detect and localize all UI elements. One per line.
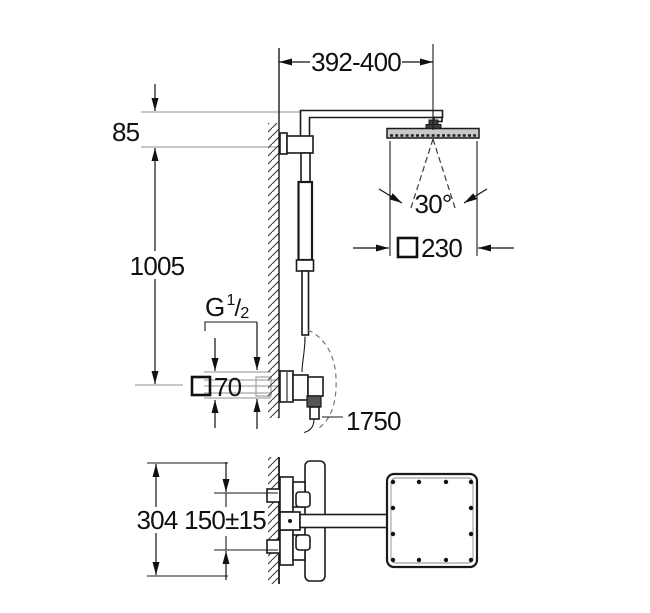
thread-leader-bracket [204,321,257,331]
dim-head-size-label: 230 [421,233,462,263]
square-symbol-trim [190,375,212,397]
hose-curl [303,418,315,434]
hand-shower-pipe [301,270,310,336]
hose-range-arc [307,329,337,429]
spray-angle-pointer-right [463,188,488,204]
thermostat-valve-side [279,370,324,434]
riser-pipe [300,152,311,183]
bottom-view [266,457,479,584]
hose-fitting [309,406,320,420]
side-view [135,48,480,434]
dim-arm-reach-label: 392-400 [311,47,401,77]
hand-shower-sleeve [297,180,314,262]
dim-rough-in-label: 304 [137,505,178,535]
spray-cone [409,138,457,212]
supply-connection-bottom [266,529,311,566]
head-inner-edge [390,477,474,564]
wall-bracket-body [286,135,314,154]
wall-bracket-flange [279,132,288,155]
hose-length-label: 1750 [346,406,401,436]
hand-shower-hose [301,336,306,373]
dim-trim-label: 70 [214,372,242,402]
hose-nut [306,395,322,408]
wall-section-upper [268,48,280,418]
nozzle-dots [390,479,474,563]
dim-supply-spacing-label: 150±15 [184,505,266,535]
dimensions-bottom-view: 304 150±15 [133,462,278,580]
square-symbol-head [396,236,419,259]
head-shower-top-view [385,472,479,569]
valve-body [292,374,309,401]
outlet-center-dot [288,519,292,523]
supply-connection-top [266,476,311,513]
valve-elbow [307,376,324,397]
wall-hatch-upper [268,123,279,418]
wall-hatch-lower [268,457,279,584]
dim-arm-drop-label: 85 [112,117,140,147]
dim-riser-height-label: 1005 [130,251,185,281]
sleeve-nut [295,259,315,272]
spray-angle-label: 30° [415,189,452,219]
